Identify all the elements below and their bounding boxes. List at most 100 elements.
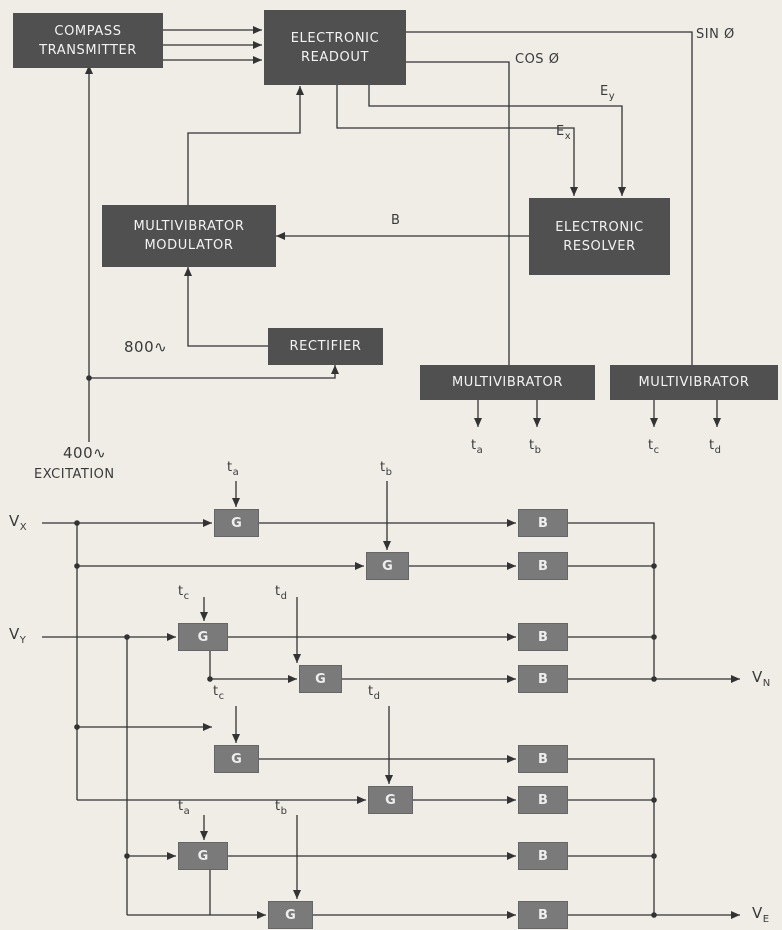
- sub-a: a: [183, 806, 191, 817]
- sub-b: b: [280, 806, 288, 817]
- t: t: [368, 684, 374, 699]
- rectifier-block: RECTIFIER: [268, 328, 383, 365]
- sub-c: c: [653, 445, 660, 456]
- ey-label: Ey: [600, 84, 616, 102]
- ex-sub: x: [564, 131, 572, 142]
- sub-a: a: [232, 467, 240, 478]
- sub-d: d: [373, 691, 381, 702]
- sub-e: E: [762, 914, 770, 925]
- multivibrator-right-block: MULTIVIBRATOR: [610, 365, 778, 400]
- gate-block: G: [366, 552, 409, 580]
- gate-label: G: [231, 515, 242, 531]
- gate-block: G: [178, 623, 228, 651]
- ta-in-label: ta: [227, 460, 240, 478]
- t: t: [213, 684, 219, 699]
- ey-main: E: [600, 84, 609, 99]
- block-line: COMPASS: [54, 23, 122, 39]
- ve-label: VE: [752, 904, 770, 925]
- buffer-label: B: [538, 629, 548, 645]
- gate-label: G: [385, 792, 396, 808]
- sin-label: SIN Ø: [696, 27, 735, 42]
- gate-label: G: [197, 848, 209, 864]
- td-out-label: td: [709, 438, 722, 456]
- block-line: MULTIVIBRATOR: [133, 219, 245, 234]
- buffer-block: B: [518, 665, 568, 693]
- block-line: MULTIVIBRATOR: [638, 375, 750, 390]
- sub-b: b: [385, 467, 393, 478]
- block-line: RECTIFIER: [289, 339, 362, 354]
- ta-in-label: ta: [178, 799, 191, 817]
- v: V: [9, 512, 20, 530]
- t: t: [275, 799, 281, 814]
- buffer-block: B: [518, 901, 568, 929]
- sub-d: d: [714, 445, 722, 456]
- t: t: [275, 584, 281, 599]
- tb-in-label: tb: [380, 460, 393, 478]
- buffer-block: B: [518, 745, 568, 773]
- sub-y: Y: [19, 635, 27, 646]
- sub-x: X: [19, 522, 28, 533]
- tc-in-label: tc: [178, 584, 190, 602]
- gate-block: G: [178, 842, 228, 870]
- cos-label: COS Ø: [515, 52, 560, 67]
- sub-b: b: [534, 445, 542, 456]
- buffer-block: B: [518, 786, 568, 814]
- tc-in-label: tc: [213, 684, 225, 702]
- gate-label: G: [315, 671, 326, 687]
- electronic-readout-block: ELECTRONIC READOUT: [264, 10, 406, 85]
- b-signal-label: B: [391, 213, 401, 228]
- block-line: RESOLVER: [563, 238, 636, 254]
- tb-in-label: tb: [275, 799, 288, 817]
- gate-label: G: [197, 629, 209, 645]
- gate-label: G: [285, 907, 296, 923]
- gate-block: G: [214, 745, 259, 773]
- block-line: TRANSMITTER: [39, 42, 137, 58]
- block-line: READOUT: [300, 49, 370, 65]
- vy-label: VY: [9, 625, 27, 646]
- tb-out-label: tb: [529, 438, 542, 456]
- buffer-block: B: [518, 842, 568, 870]
- t: t: [471, 438, 477, 453]
- buffer-label: B: [538, 848, 548, 864]
- t: t: [178, 799, 184, 814]
- buffer-label: B: [538, 751, 548, 767]
- ta-out-label: ta: [471, 438, 484, 456]
- vx-label: VX: [9, 512, 28, 533]
- ex-label: Ex: [556, 124, 572, 142]
- tc-out-label: tc: [648, 438, 660, 456]
- ey-sub: y: [608, 91, 616, 102]
- buffer-label: B: [538, 515, 548, 531]
- gate-block: G: [268, 901, 313, 929]
- td-in-label: td: [368, 684, 381, 702]
- buffer-label: B: [538, 792, 548, 808]
- v: V: [752, 668, 763, 686]
- buffer-block: B: [518, 552, 568, 580]
- electronic-resolver-block: ELECTRONIC RESOLVER: [529, 198, 670, 275]
- sub-a: a: [476, 445, 484, 456]
- v: V: [9, 625, 20, 643]
- t: t: [380, 460, 386, 475]
- buffer-label: B: [538, 558, 548, 574]
- t: t: [178, 584, 184, 599]
- gate-block: G: [368, 786, 413, 814]
- compass-transmitter-block: COMPASS TRANSMITTER: [13, 13, 163, 68]
- t: t: [227, 460, 233, 475]
- gate-block: G: [214, 509, 259, 537]
- t: t: [648, 438, 654, 453]
- gate-block: G: [299, 665, 342, 693]
- gate-label: G: [231, 751, 242, 767]
- td-in-label: td: [275, 584, 288, 602]
- ac800-label: 800∿: [124, 338, 168, 356]
- buffer-block: B: [518, 623, 568, 651]
- sub-d: d: [280, 591, 288, 602]
- ex-main: E: [556, 124, 565, 139]
- sub-n: N: [762, 678, 771, 689]
- block-line: ELECTRONIC: [290, 30, 380, 46]
- excitation-label: EXCITATION: [34, 467, 115, 482]
- buffer-label: B: [538, 907, 548, 923]
- vn-label: VN: [752, 668, 771, 689]
- gate-label: G: [382, 558, 393, 574]
- multivibrator-left-block: MULTIVIBRATOR: [420, 365, 595, 400]
- sub-c: c: [183, 591, 190, 602]
